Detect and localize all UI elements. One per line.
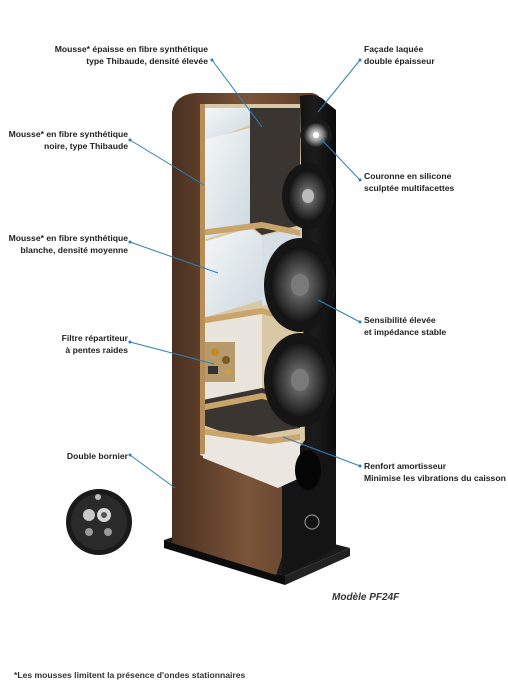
callout-lacquer-front: Façade laquée double épaisseur bbox=[364, 43, 435, 67]
callout-bracing: Renfort amortisseur Minimise les vibrati… bbox=[364, 460, 506, 484]
callout-bi-wiring-line1: Double bornier bbox=[66, 451, 128, 461]
callout-line-9 bbox=[282, 436, 361, 467]
crossover-filter bbox=[205, 342, 235, 382]
callout-bracing-line2: Minimise les vibrations du caisson bbox=[364, 473, 506, 483]
callout-white-foam-line1: Mousse* en fibre synthétique bbox=[8, 233, 128, 243]
bass-port bbox=[295, 450, 321, 490]
callout-line-5 bbox=[129, 454, 176, 489]
callout-line-6 bbox=[317, 59, 361, 113]
callout-silicone-surround: Couronne en silicone sculptée multifacet… bbox=[364, 170, 454, 194]
callout-line-7 bbox=[321, 139, 361, 181]
callout-crossover-line2: à pentes raides bbox=[65, 345, 128, 355]
callout-white-foam: Mousse* en fibre synthétique blanche, de… bbox=[9, 232, 128, 256]
terminal-inset bbox=[66, 489, 132, 555]
callout-line-4 bbox=[129, 341, 215, 365]
callout-black-foam: Mousse* en fibre synthétique noire, type… bbox=[9, 128, 128, 152]
callout-sensitivity-line1: Sensibilité élevée bbox=[364, 315, 436, 325]
callout-sensitivity: Sensibilité élevée et impédance stable bbox=[364, 314, 446, 338]
callout-thick-foam-line1: Mousse* épaisse en fibre synthétique bbox=[54, 44, 208, 54]
callout-bracing-line1: Renfort amortisseur bbox=[364, 461, 447, 471]
woofer-lower bbox=[264, 333, 336, 427]
callout-thick-foam-line2: type Thibaude, densité élevée bbox=[86, 56, 208, 66]
midrange-driver bbox=[282, 163, 334, 229]
callout-lines bbox=[129, 59, 361, 489]
callout-sensitivity-line2: et impédance stable bbox=[364, 327, 447, 337]
callout-silicone-surround-line1: Couronne en silicone bbox=[364, 171, 452, 181]
callout-lacquer-front-line2: double épaisseur bbox=[364, 56, 435, 66]
callout-black-foam-line1: Mousse* en fibre synthétique bbox=[8, 129, 128, 139]
callout-dots bbox=[128, 58, 362, 468]
callout-crossover: Filtre répartiteur à pentes raides bbox=[62, 332, 128, 356]
callout-black-foam-line2: noire, type Thibaude bbox=[43, 141, 128, 151]
callout-thick-foam: Mousse* épaisse en fibre synthétique typ… bbox=[55, 43, 208, 67]
tweeter bbox=[300, 119, 332, 151]
callout-bi-wiring: Double bornier bbox=[67, 450, 128, 462]
woofer-upper bbox=[264, 238, 336, 332]
callout-crossover-line1: Filtre répartiteur bbox=[61, 333, 128, 343]
callout-line-8 bbox=[317, 299, 361, 323]
callout-white-foam-line2: blanche, densité moyenne bbox=[20, 245, 128, 255]
callout-line-3 bbox=[129, 241, 219, 274]
footnote: *Les mousses limitent la présence d'onde… bbox=[14, 670, 246, 680]
model-caption: Modèle PF24F bbox=[332, 592, 400, 603]
callout-silicone-surround-line2: sculptée multifacettes bbox=[364, 183, 455, 193]
callout-line-2 bbox=[129, 139, 205, 186]
callout-lacquer-front-line1: Façade laquée bbox=[364, 44, 424, 54]
callout-line-1 bbox=[211, 59, 263, 128]
